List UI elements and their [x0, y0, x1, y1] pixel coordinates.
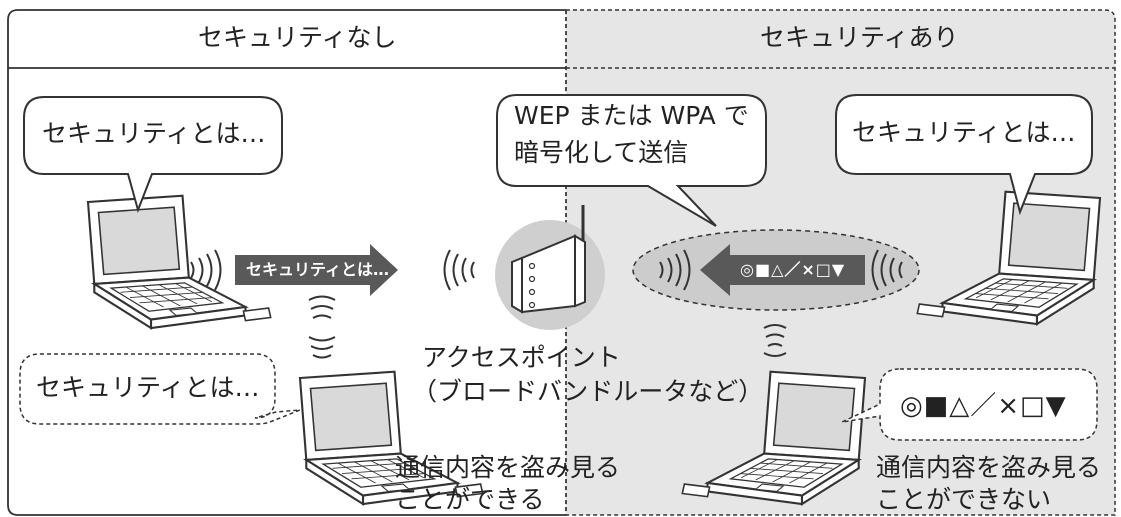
left-eavesdrop-bubble [19, 353, 301, 425]
access-point-label: アクセスポイント [422, 343, 621, 372]
left-speech-bubble [23, 96, 283, 214]
left-speech-text: セキュリティとは… [42, 119, 266, 148]
right-panel-title: セキュリティあり [760, 23, 959, 52]
encrypt-note-line2: 暗号化して送信 [514, 138, 689, 167]
access-point-device [511, 205, 586, 314]
right-caption-line2: ことができない [876, 485, 1052, 514]
right-eavesdrop-text: ◎■△／×□▼ [900, 391, 1067, 421]
right-speech-text: セキュリティとは… [852, 118, 1076, 147]
plain-data-arrow [235, 244, 398, 296]
left-panel-title: セキュリティなし [198, 23, 397, 52]
plain-arrow-label: セキュリティとは… [246, 260, 390, 279]
wave-icons [190, 249, 903, 359]
encrypt-note-bubble [496, 94, 767, 227]
right-speech-bubble [835, 94, 1093, 216]
encrypt-note-line1: WEP または WPA で [514, 101, 749, 130]
left-caption-line1: 通信内容を盗み見る [395, 453, 621, 482]
encrypted-arrow-label: ◎■△／×□▼ [740, 260, 846, 279]
right-eavesdrop-bubble [841, 368, 1098, 441]
left-eavesdrop-text: セキュリティとは… [36, 373, 260, 402]
left-caption-line2: ことができる [395, 485, 545, 514]
encrypted-data-arrow [700, 244, 865, 296]
access-point-sublabel: （ブロードバンドルータなど） [412, 377, 764, 406]
left-panel [7, 9, 566, 516]
right-caption-line1: 通信内容を盗み見る [876, 453, 1102, 482]
